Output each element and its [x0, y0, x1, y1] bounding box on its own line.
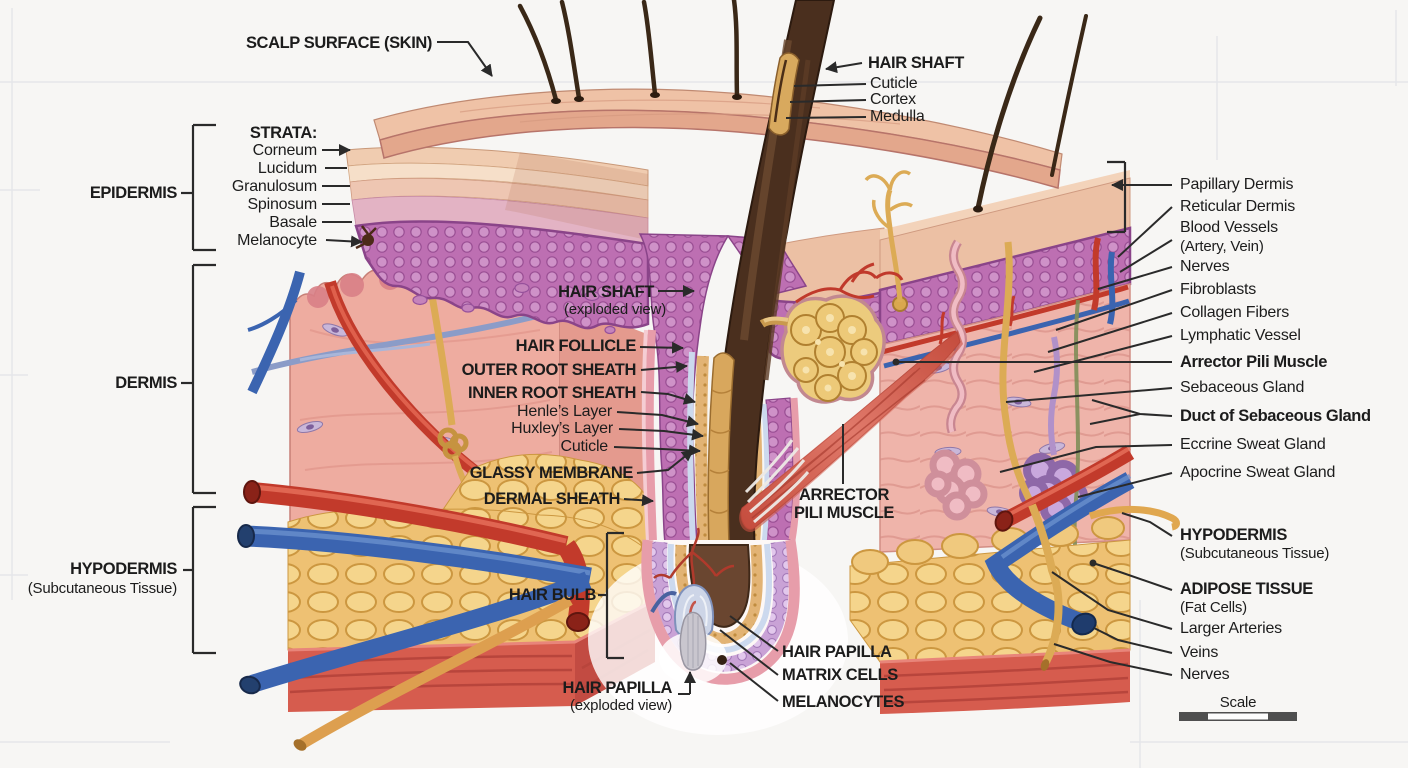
hair-papilla-exploded-sublabel: (exploded view) — [569, 697, 672, 714]
stratum-basale-left — [354, 220, 650, 330]
scalp-surface-label: SCALP SURFACE (SKIN) — [245, 34, 432, 52]
hair-bulb-label: HAIR BULB — [508, 586, 597, 604]
bracket-hair-bulb — [598, 531, 624, 660]
stratum-basale-label: Basale — [269, 214, 317, 231]
cell-fragments — [412, 282, 616, 335]
hair-papilla-exploded-label: HAIR PAPILLA — [562, 679, 673, 697]
hair-cuticle-illustration — [707, 352, 735, 547]
hair-medulla-label: Medulla — [870, 108, 925, 125]
veins-label: Veins — [1180, 644, 1219, 661]
nerves-upper-label: Nerves — [1180, 258, 1230, 275]
hairs — [517, 0, 740, 103]
extra-hairs — [975, 14, 1088, 211]
nerve-illustration-right — [999, 241, 1036, 507]
adipose-tissue-sublabel: (Fat Cells) — [1180, 599, 1247, 616]
larger-arteries-label: Larger Arteries — [1180, 620, 1282, 637]
melanocyte-label: Melanocyte — [237, 232, 317, 249]
arrector-pili-label-line1: ARRECTOR — [799, 486, 889, 504]
apocrine-sweat-gland-label: Apocrine Sweat Gland — [1180, 464, 1336, 481]
capillary-tree — [795, 262, 904, 304]
hair-cuticle-top-label: Cuticle — [870, 75, 918, 92]
scale-bar — [1179, 712, 1297, 721]
free-nerve-ending-illustration — [864, 170, 913, 312]
hair-follicle-label: HAIR FOLLICLE — [515, 337, 637, 355]
blood-vessels-plexus — [881, 237, 1130, 369]
blood-vessels-sublabel: (Artery, Vein) — [1180, 238, 1264, 255]
melanocyte-dot — [717, 655, 727, 665]
hypodermis-sublabel: (Subcutaneous Tissue) — [27, 580, 177, 597]
glassy-membrane-label: GLASSY MEMBRANE — [469, 464, 634, 482]
epidermis-label: EPIDERMIS — [89, 184, 178, 202]
sebaceous-gland-label: Sebaceous Gland — [1180, 379, 1305, 396]
bracket-papillary-dermis — [1107, 160, 1127, 234]
dermal-sheath-illustration — [645, 329, 657, 543]
bottom-vessels-left — [239, 571, 592, 751]
epidermis-strata-left — [345, 146, 650, 335]
hair-shaft-illustration — [707, 0, 836, 568]
henles-layer-label: Henle’s Layer — [517, 403, 612, 420]
background-grid — [0, 8, 1408, 768]
eccrine-sweat-gland-label: Eccrine Sweat Gland — [1180, 436, 1326, 453]
nerves-lower-label: Nerves — [1180, 666, 1230, 683]
melanocytes-label: MELANOCYTES — [782, 693, 905, 711]
lymphatic-vessel-label: Lymphatic Vessel — [1180, 327, 1301, 344]
dermis-label: DERMIS — [115, 374, 177, 392]
stratum-corneum-label: Corneum — [252, 142, 318, 159]
muscle-fascia — [744, 439, 810, 524]
hair-cortex-label: Cortex — [870, 91, 916, 108]
leader-scalp-surface — [437, 41, 493, 77]
hair-papilla-label: HAIR PAPILLA — [782, 643, 892, 661]
dermal-sheath-label: DERMAL SHEATH — [483, 490, 621, 508]
hypodermis-right-label: HYPODERMIS — [1180, 526, 1287, 544]
hypodermis-vessels-right — [984, 445, 1180, 671]
fibroblasts-label: Fibroblasts — [1180, 281, 1257, 298]
bracket-epidermis — [181, 123, 216, 252]
bracket-dermis — [181, 263, 216, 495]
papillary-dermis-label: Papillary Dermis — [1180, 176, 1294, 193]
sebaceous-gland-illustration — [759, 294, 886, 404]
muscle-layer-right — [879, 648, 1131, 714]
collagen-fibers-label: Collagen Fibers — [1180, 304, 1290, 321]
inner-root-sheath-label: INNER ROOT SHEATH — [468, 384, 636, 402]
stratum-lucidum-label: Lucidum — [257, 160, 317, 177]
hypodermis-right-sublabel: (Subcutaneous Tissue) — [1180, 545, 1330, 562]
arrector-pili-label-line2: PILI MUSCLE — [793, 504, 895, 522]
glassy-membrane-illustration — [687, 351, 696, 545]
subpapillary-vessel-left — [251, 307, 561, 375]
hair-shaft-exploded-sublabel: (exploded view) — [563, 301, 666, 318]
stratum-spinosum-label: Spinosum — [247, 196, 317, 213]
hair-shaft-exploded-label: HAIR SHAFT — [558, 283, 654, 301]
arrector-pili-illustration — [739, 330, 963, 532]
cuticle-mid-label: Cuticle — [560, 438, 608, 455]
eccrine-gland-illustration — [924, 239, 988, 521]
bracket-hypodermis — [183, 505, 216, 655]
scalp-slab — [373, 0, 1063, 189]
bulb-capillaries — [653, 527, 735, 586]
hypodermis-label: HYPODERMIS — [70, 560, 177, 578]
hair-follicle-illustration — [588, 0, 848, 735]
fat-lobule-bumps — [851, 516, 1125, 575]
hair-bulb-illustration — [641, 527, 800, 685]
vein-illustration-left — [247, 270, 305, 395]
duct-of-sebaceous-gland-label: Duct of Sebaceous Gland — [1180, 407, 1371, 425]
arrector-pili-right-label: Arrector Pili Muscle — [1180, 353, 1327, 371]
huxleys-layer-label: Huxley’s Layer — [511, 420, 613, 437]
leader-lines — [181, 41, 1173, 702]
outer-root-sheath-label: OUTER ROOT SHEATH — [461, 361, 637, 379]
reticular-dermis-label: Reticular Dermis — [1180, 198, 1296, 215]
inner-root-sheath-illustration — [695, 355, 710, 544]
adipose-tissue-label: ADIPOSE TISSUE — [1180, 580, 1313, 598]
blood-vessels-label: Blood Vessels — [1180, 219, 1278, 236]
scale-label: Scale — [1219, 694, 1257, 711]
right-skin-block — [849, 170, 1180, 714]
stratum-granulosum-label: Granulosum — [231, 178, 317, 195]
strata-heading: STRATA: — [249, 124, 318, 142]
matrix-cells-label: MATRIX CELLS — [782, 666, 898, 684]
hair-shaft-top-label: HAIR SHAFT — [868, 54, 964, 72]
